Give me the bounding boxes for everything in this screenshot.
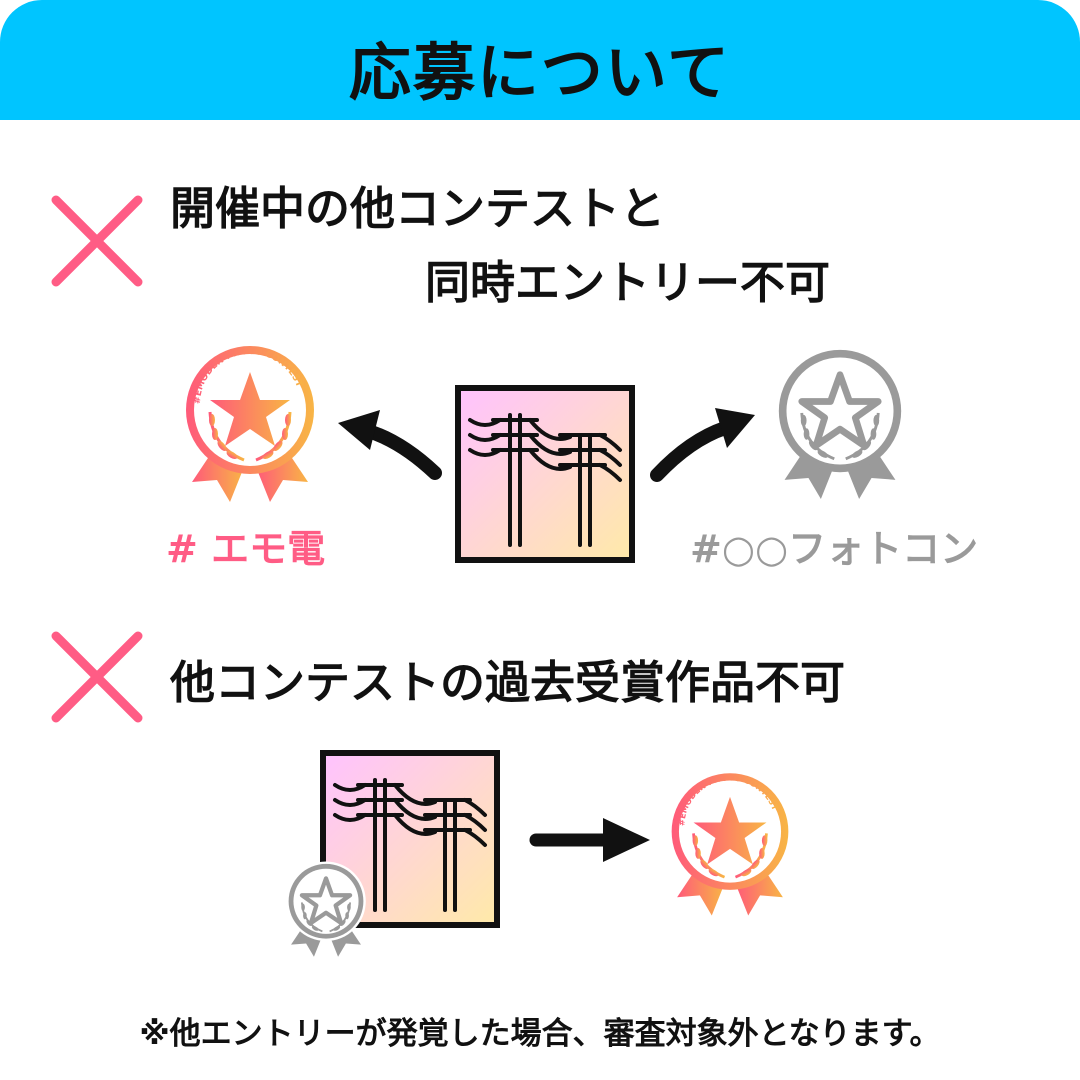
- header-banner: [0, 0, 1080, 120]
- rule-2-line-1: 他コンテストの過去受賞作品不可: [170, 656, 846, 709]
- rule-1-line-1: 開催中の他コンテストと: [170, 182, 666, 235]
- cross-icon: [51, 631, 143, 723]
- curved-arrow-left-icon: [338, 410, 442, 480]
- page-title: 応募について: [348, 36, 732, 109]
- arrow-right-icon: [529, 818, 650, 862]
- cross-icon: [51, 195, 143, 287]
- footer-note: ※他エントリーが発覚した場合、審査対象外となります。: [139, 1016, 941, 1052]
- emoden-medal-icon-2: #EMODEN PHOTO CONTEST: [671, 772, 789, 916]
- rule-1-line-2: 同時エントリー不可: [425, 256, 831, 309]
- other-contest-hashtag-label: #○○フォトコン: [690, 527, 979, 571]
- power-lines-photo: [455, 385, 635, 563]
- past-award-medal-icon: [286, 861, 366, 957]
- emoden-medal-icon: #EMODEN PHOTO CONTEST: [186, 346, 314, 502]
- other-contest-medal-icon: [778, 349, 902, 499]
- emoden-hashtag-label: # エモ電: [166, 527, 326, 571]
- curved-arrow-right-icon: [650, 408, 755, 482]
